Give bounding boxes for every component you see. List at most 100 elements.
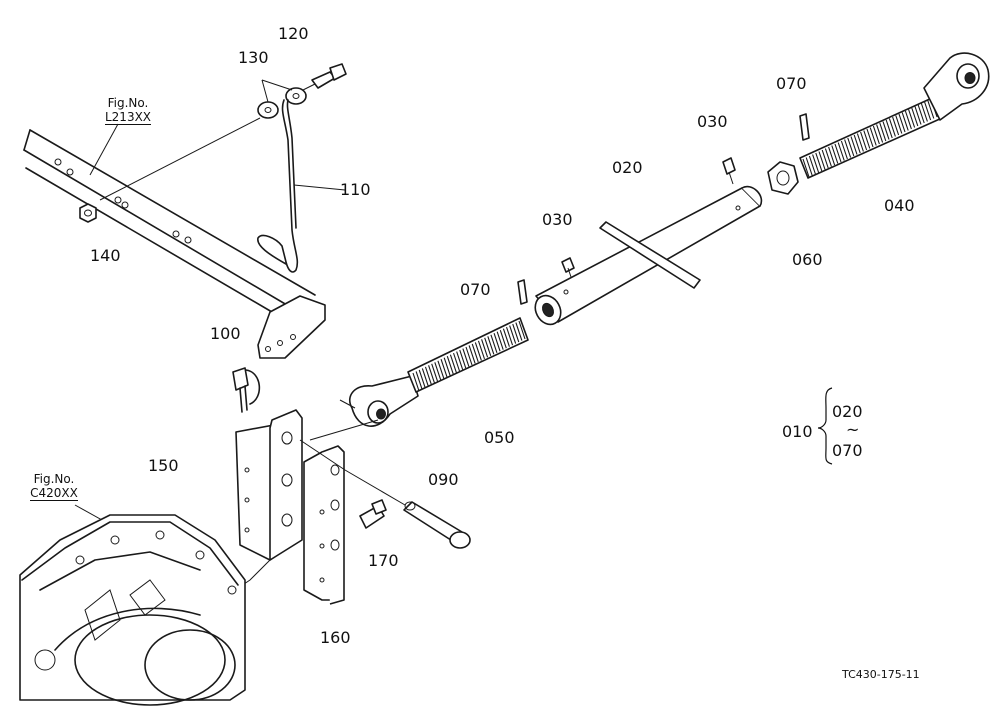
drawing-code: TC430-175-11 (842, 668, 920, 681)
thread-line (892, 116, 900, 136)
thread-line (911, 107, 919, 127)
callout-120: 120 (278, 24, 309, 43)
thread-line (872, 125, 880, 145)
thread-line (844, 139, 852, 158)
thread-line (920, 103, 928, 122)
callout-100: 100 (210, 324, 241, 343)
thread-line (831, 145, 839, 164)
thread-line (856, 133, 864, 152)
thread-line (493, 333, 501, 352)
thread-line (895, 115, 903, 134)
thread-line (837, 142, 845, 161)
thread-line (512, 323, 520, 343)
frame-bar (23, 129, 326, 359)
callout-150: 150 (148, 456, 179, 475)
thread-line (431, 363, 439, 382)
callout-050: 050 (484, 428, 515, 447)
thread-line (802, 158, 810, 178)
thread-line (421, 368, 429, 387)
rod-end-050 (309, 317, 529, 441)
thread-line (518, 320, 526, 340)
assembly-label: 010 (782, 422, 813, 441)
pin-070-right (799, 113, 810, 141)
thread-line (815, 152, 823, 172)
callout-070-right: 070 (776, 74, 807, 93)
callout-170: 170 (368, 551, 399, 570)
thread-line (428, 365, 436, 384)
callout-070-left: 070 (460, 280, 491, 299)
thread-line (418, 369, 426, 389)
thread-line (863, 130, 871, 149)
callout-020: 020 (612, 158, 643, 177)
callout-030-left: 030 (542, 210, 573, 229)
washers-130 (99, 79, 307, 201)
thread-line (882, 121, 890, 140)
thread-line (885, 119, 893, 139)
thread-line (506, 326, 514, 346)
bolt-170 (359, 499, 387, 529)
thread-line (847, 137, 855, 157)
figure-ref-prefix: Fig.No. (33, 472, 75, 486)
thread-line (468, 345, 476, 364)
thread-line (490, 334, 498, 353)
thread-line (914, 106, 922, 125)
pin-070-left (517, 279, 528, 305)
thread-line (477, 340, 485, 360)
pin-100 (232, 367, 261, 413)
assembly-range-tilde: ~ (846, 420, 860, 439)
thread-line (828, 146, 836, 166)
figure-ref-code: C420XX (30, 486, 78, 501)
spring-rod-110 (257, 99, 346, 273)
callout-160: 160 (320, 628, 351, 647)
thread-line (481, 339, 489, 358)
thread-line (437, 360, 445, 379)
thread-line (502, 328, 510, 347)
thread-line (879, 122, 887, 142)
thread-line (876, 124, 884, 143)
rod-end-040 (799, 52, 990, 179)
thread-line (853, 134, 861, 154)
thread-line (924, 101, 932, 121)
thread-line (515, 322, 523, 341)
thread-line (904, 110, 912, 130)
thread-line (840, 140, 848, 160)
thread-line (446, 356, 454, 375)
assembly-brace (817, 387, 833, 465)
thread-line (824, 148, 832, 167)
thread-line (453, 352, 461, 372)
thread-line (888, 118, 896, 137)
thread-line (834, 143, 842, 163)
thread-line (818, 151, 826, 170)
callout-030-right: 030 (697, 112, 728, 131)
callout-060: 060 (792, 250, 823, 269)
bracket-160 (303, 445, 345, 605)
thread-line (462, 348, 470, 367)
bracket-150 (235, 409, 303, 561)
thread-line (821, 149, 829, 169)
nut-140 (79, 203, 97, 223)
thread-line (927, 100, 935, 119)
thread-line (898, 113, 906, 133)
thread-line (443, 357, 451, 376)
thread-line (459, 349, 467, 369)
grease-nipple-030-right (722, 157, 736, 185)
thread-line (415, 371, 423, 390)
figure-reference-l213xx: Fig.No. L213XX (98, 96, 158, 125)
thread-line (484, 337, 492, 356)
thread-line (869, 127, 877, 146)
thread-line (474, 342, 482, 361)
thread-line (850, 136, 858, 155)
bolt-120 (302, 63, 347, 91)
thread-line (808, 155, 816, 175)
thread-line (812, 154, 820, 173)
thread-line (917, 104, 925, 124)
thread-line (471, 343, 479, 363)
callout-130: 130 (238, 48, 269, 67)
callout-040: 040 (884, 196, 915, 215)
thread-line (424, 366, 432, 386)
assembly-range-end: 070 (832, 441, 863, 460)
thread-line (496, 331, 504, 350)
callout-110: 110 (340, 180, 371, 199)
thread-line (434, 362, 442, 381)
thread-line (509, 325, 517, 344)
